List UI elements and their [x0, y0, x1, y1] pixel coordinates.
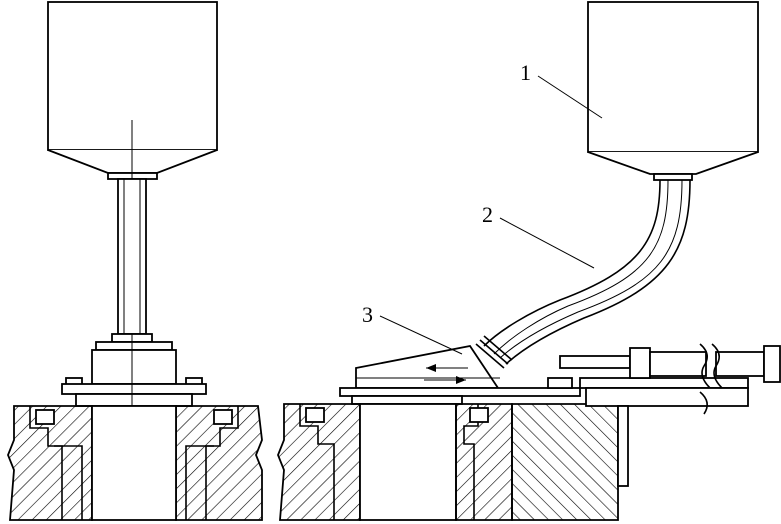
- label-1: 1: [520, 60, 531, 85]
- right-slide-block: [511, 403, 619, 521]
- right-base-ring: [351, 395, 463, 405]
- right-funnel-collar: [653, 173, 693, 181]
- left-die-right-block: [175, 405, 263, 521]
- left-feed-tube: [117, 178, 147, 335]
- right-hopper-box: [587, 1, 759, 153]
- rail-top: [579, 377, 749, 389]
- right-assembly: [277, 1, 781, 521]
- label-2: 2: [482, 202, 493, 227]
- callouts: 1 2 3: [362, 60, 603, 355]
- actuator-cylinder-end: [715, 351, 765, 377]
- right-top-plate: [339, 387, 581, 397]
- left-coupling-body: [91, 349, 177, 385]
- feed-shoe: [355, 345, 500, 389]
- right-hopper-funnel: [587, 151, 759, 175]
- feed-tube-outer-right: [505, 179, 691, 365]
- actuator-rod: [559, 355, 631, 369]
- actuator-cap: [763, 345, 781, 383]
- left-assembly: [7, 1, 263, 521]
- feed-tube-outer-left: [483, 179, 661, 347]
- left-die-cavity: [91, 405, 177, 521]
- actuator-cylinder: [649, 351, 707, 377]
- left-base-plate: [75, 393, 193, 407]
- left-flange: [61, 383, 207, 395]
- rail-guide: [585, 387, 749, 407]
- actuator-head: [629, 347, 651, 379]
- leader-2: [499, 217, 595, 269]
- leader-1: [537, 75, 603, 119]
- rail-support: [617, 405, 629, 487]
- break-mark: [699, 343, 711, 389]
- left-coupling-ring: [95, 341, 173, 351]
- label-3: 3: [362, 302, 373, 327]
- right-die-cavity: [359, 403, 457, 521]
- leader-3: [379, 315, 463, 355]
